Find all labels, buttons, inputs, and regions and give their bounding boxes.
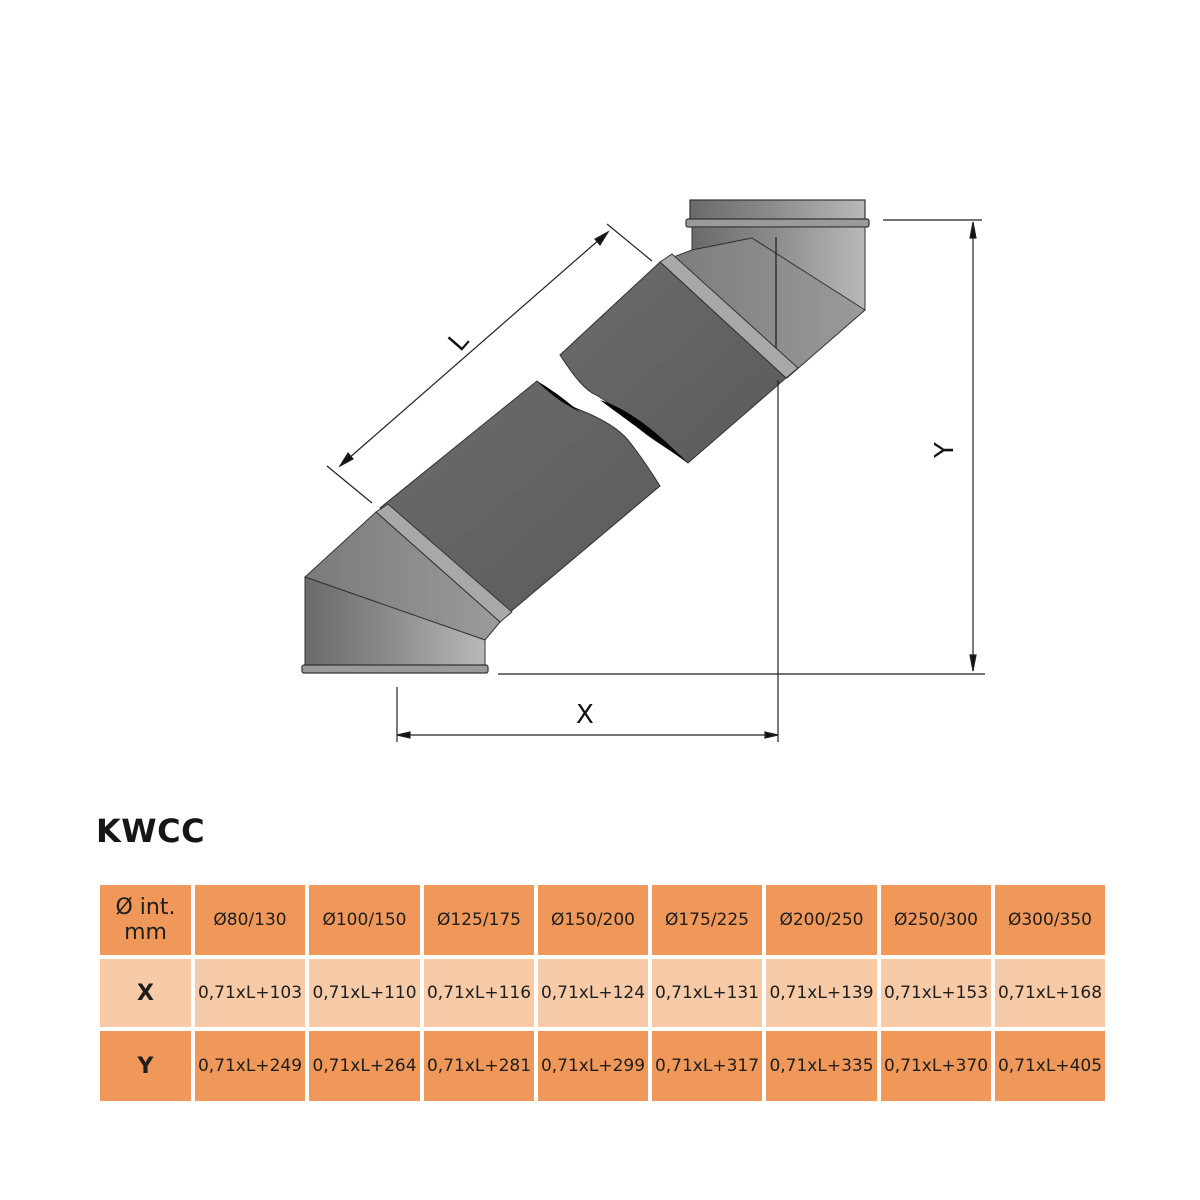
product-title: KWCC (96, 812, 206, 850)
table-cell: 0,71xL+153 (881, 959, 991, 1027)
top-elbow (659, 199, 870, 380)
break-mark-lower (537, 381, 580, 412)
column-header: Ø175/225 (652, 885, 762, 955)
table-cell: 0,71xL+370 (881, 1031, 991, 1101)
y-dimension (883, 219, 982, 672)
row-label-y: Y (100, 1031, 191, 1101)
table-cell: 0,71xL+110 (309, 959, 420, 1027)
diameter-header-line2: mm (124, 920, 167, 945)
column-header: Ø125/175 (424, 885, 534, 955)
table-cell: 0,71xL+317 (652, 1031, 762, 1101)
diameter-header-line1: Ø int. (115, 895, 176, 920)
table-cell: 0,71xL+103 (195, 959, 305, 1027)
x-label: X (576, 700, 594, 730)
break-mark-upper (600, 400, 688, 463)
column-header: Ø80/130 (195, 885, 305, 955)
table-row-x: X 0,71xL+103 0,71xL+110 0,71xL+116 0,71x… (100, 959, 1105, 1027)
row-label-x: X (100, 959, 191, 1027)
bottom-elbow (301, 511, 501, 674)
table-cell: 0,71xL+249 (195, 1031, 305, 1101)
table-cell: 0,71xL+299 (538, 1031, 648, 1101)
table-cell: 0,71xL+281 (424, 1031, 534, 1101)
table-cell: 0,71xL+168 (995, 959, 1105, 1027)
dimensions-table: Ø int. mm Ø80/130 Ø100/150 Ø125/175 Ø150… (96, 881, 1109, 1105)
table-row-y: Y 0,71xL+249 0,71xL+264 0,71xL+281 0,71x… (100, 1031, 1105, 1101)
x-dimension (396, 380, 985, 742)
table-cell: 0,71xL+139 (766, 959, 877, 1027)
table-cell: 0,71xL+264 (309, 1031, 420, 1101)
table-cell: 0,71xL+335 (766, 1031, 877, 1101)
length-dimension (326, 223, 653, 504)
table-cell: 0,71xL+405 (995, 1031, 1105, 1101)
table-cell: 0,71xL+131 (652, 959, 762, 1027)
column-header: Ø100/150 (309, 885, 420, 955)
y-label: Y (930, 442, 960, 459)
column-header: Ø250/300 (881, 885, 991, 955)
diameter-header-cell: Ø int. mm (100, 885, 191, 955)
column-header: Ø150/200 (538, 885, 648, 955)
table-cell: 0,71xL+124 (538, 959, 648, 1027)
column-header: Ø200/250 (766, 885, 877, 955)
pipe-offset-diagram: L X Y (301, 199, 985, 742)
column-header: Ø300/350 (995, 885, 1105, 955)
table-cell: 0,71xL+116 (424, 959, 534, 1027)
table-header-row: Ø int. mm Ø80/130 Ø100/150 Ø125/175 Ø150… (100, 885, 1105, 955)
